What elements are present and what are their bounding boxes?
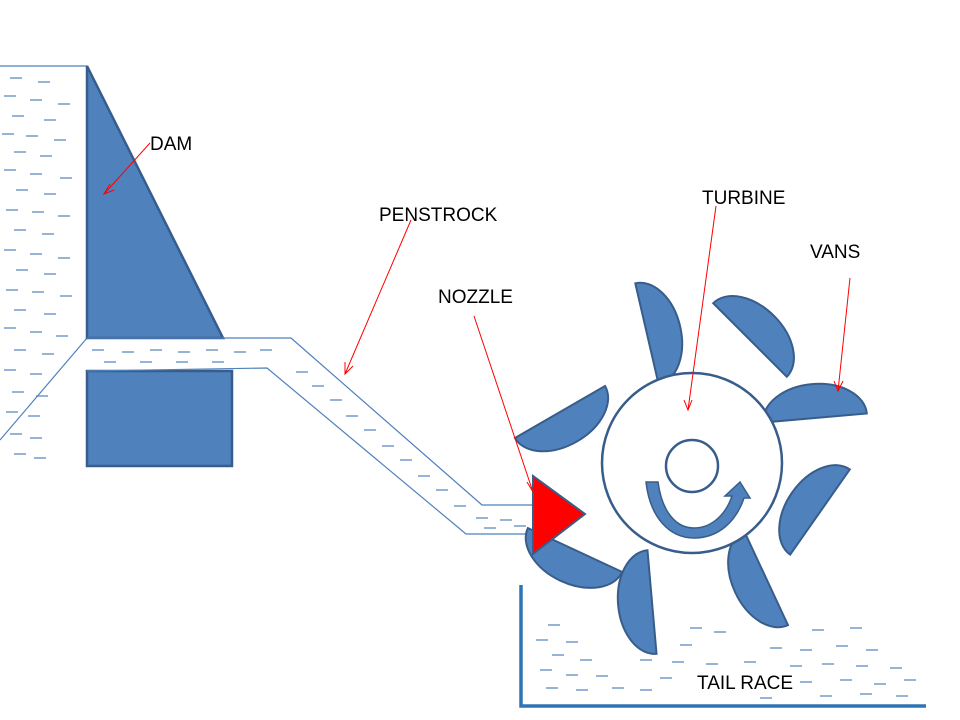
label-turbine: TURBINE [702, 188, 785, 209]
vane-7 [524, 526, 624, 589]
label-penstock: PENSTROCK [379, 205, 498, 226]
rotation-arrow-icon [645, 480, 752, 539]
label-nozzle: NOZZLE [438, 287, 513, 308]
dam-base-block [85, 369, 234, 468]
vane-8 [513, 384, 610, 453]
penstock-pointer [344, 219, 412, 375]
label-vans: VANS [810, 242, 860, 263]
penstock-pipe [86, 337, 533, 535]
vane-4 [778, 464, 852, 556]
label-tail-race: TAIL RACE [697, 673, 793, 694]
turbine-vanes [513, 281, 868, 655]
tail-race-channel [519, 585, 926, 708]
penstock-water-dashes [92, 349, 526, 529]
dam-pointer [103, 142, 151, 195]
tail-race-dashes [536, 624, 916, 699]
pointer-lines [102, 142, 851, 494]
reservoir-dashes [2, 77, 72, 459]
dam-triangle [85, 65, 226, 340]
turbine-pointer [687, 205, 717, 411]
nozzle-triangle [532, 474, 587, 557]
vane-3 [762, 382, 868, 424]
label-dam: DAM [150, 134, 192, 155]
turbine-hub [664, 438, 720, 494]
vane-1 [634, 281, 684, 386]
reservoir-water [0, 65, 88, 459]
nozzle-pointer [473, 315, 534, 493]
vane-6 [616, 549, 658, 655]
vans-pointer [837, 277, 851, 392]
vane-2 [711, 295, 795, 379]
